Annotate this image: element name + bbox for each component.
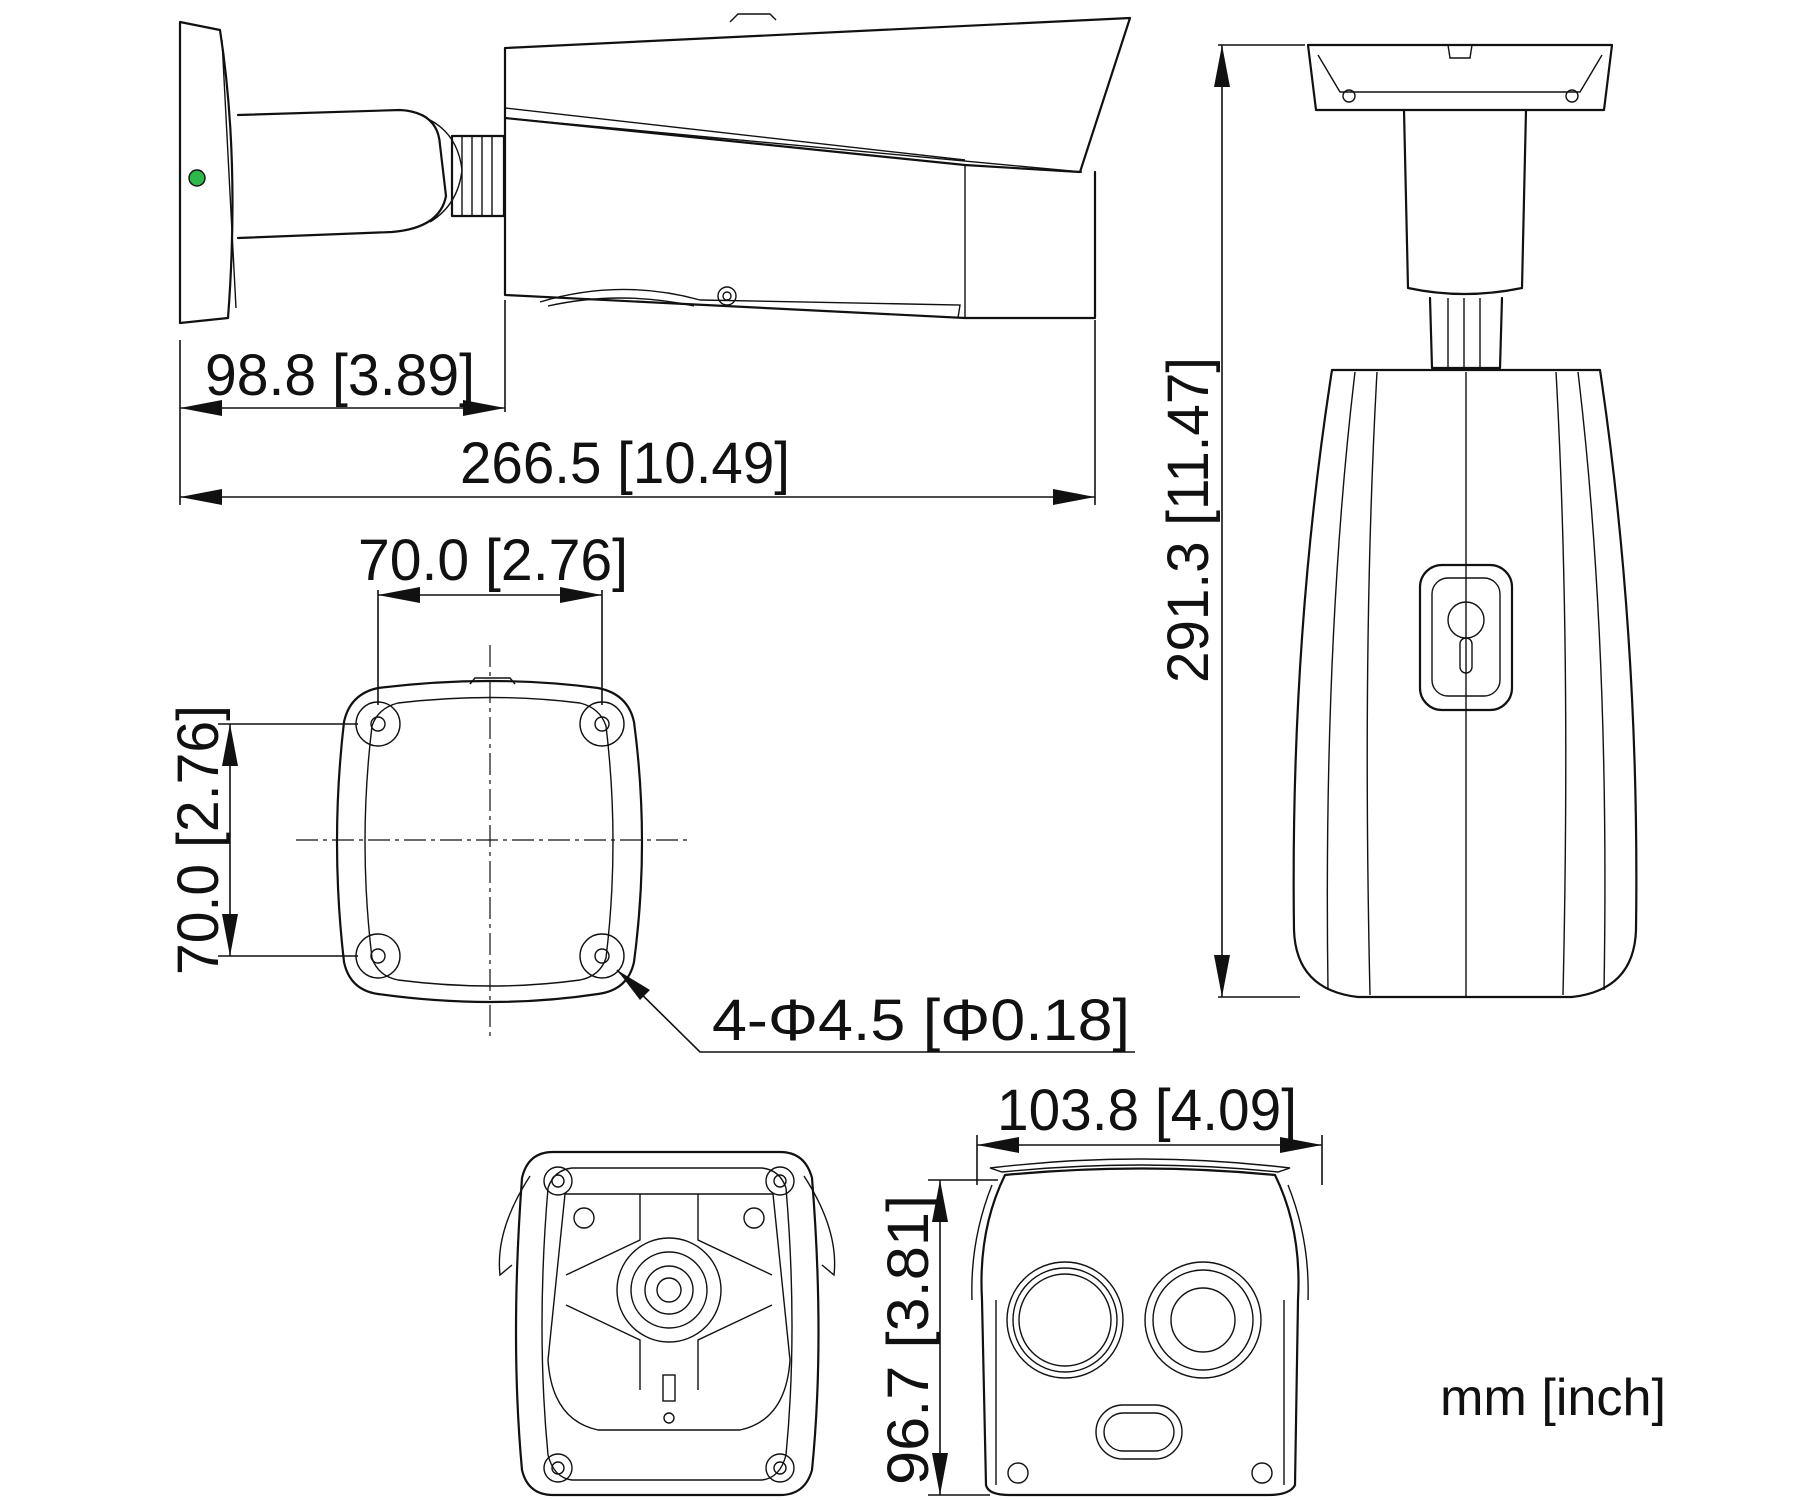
led-indicator-icon [188, 169, 206, 187]
mount-plate-view [296, 645, 690, 1040]
hole-spacing-v-label: 70.0 [2.76] [166, 705, 231, 975]
mount-plate-dimensions [218, 587, 1135, 1053]
units-label: mm [inch] [1440, 1369, 1666, 1427]
top-view-dimensions [1214, 44, 1305, 998]
top-view [1292, 43, 1638, 999]
mounting-holes-label: 4-Φ4.5 [Φ0.18] [712, 988, 1130, 1053]
total-height-label: 291.3 [11.47] [1156, 357, 1221, 683]
front-height-label: 96.7 [3.81] [876, 1195, 941, 1485]
side-view-dimensions [179, 300, 1096, 505]
side-view [178, 13, 1132, 325]
hole-spacing-h-label: 70.0 [2.76] [358, 528, 628, 593]
mount-depth-label: 98.8 [3.89] [205, 343, 475, 408]
front-view-dimensions [928, 1135, 1323, 1496]
front-view [971, 1158, 1309, 1497]
front-width-label: 103.8 [4.09] [997, 1078, 1297, 1143]
total-length-label: 266.5 [10.49] [460, 431, 790, 496]
rear-view [498, 1150, 836, 1497]
